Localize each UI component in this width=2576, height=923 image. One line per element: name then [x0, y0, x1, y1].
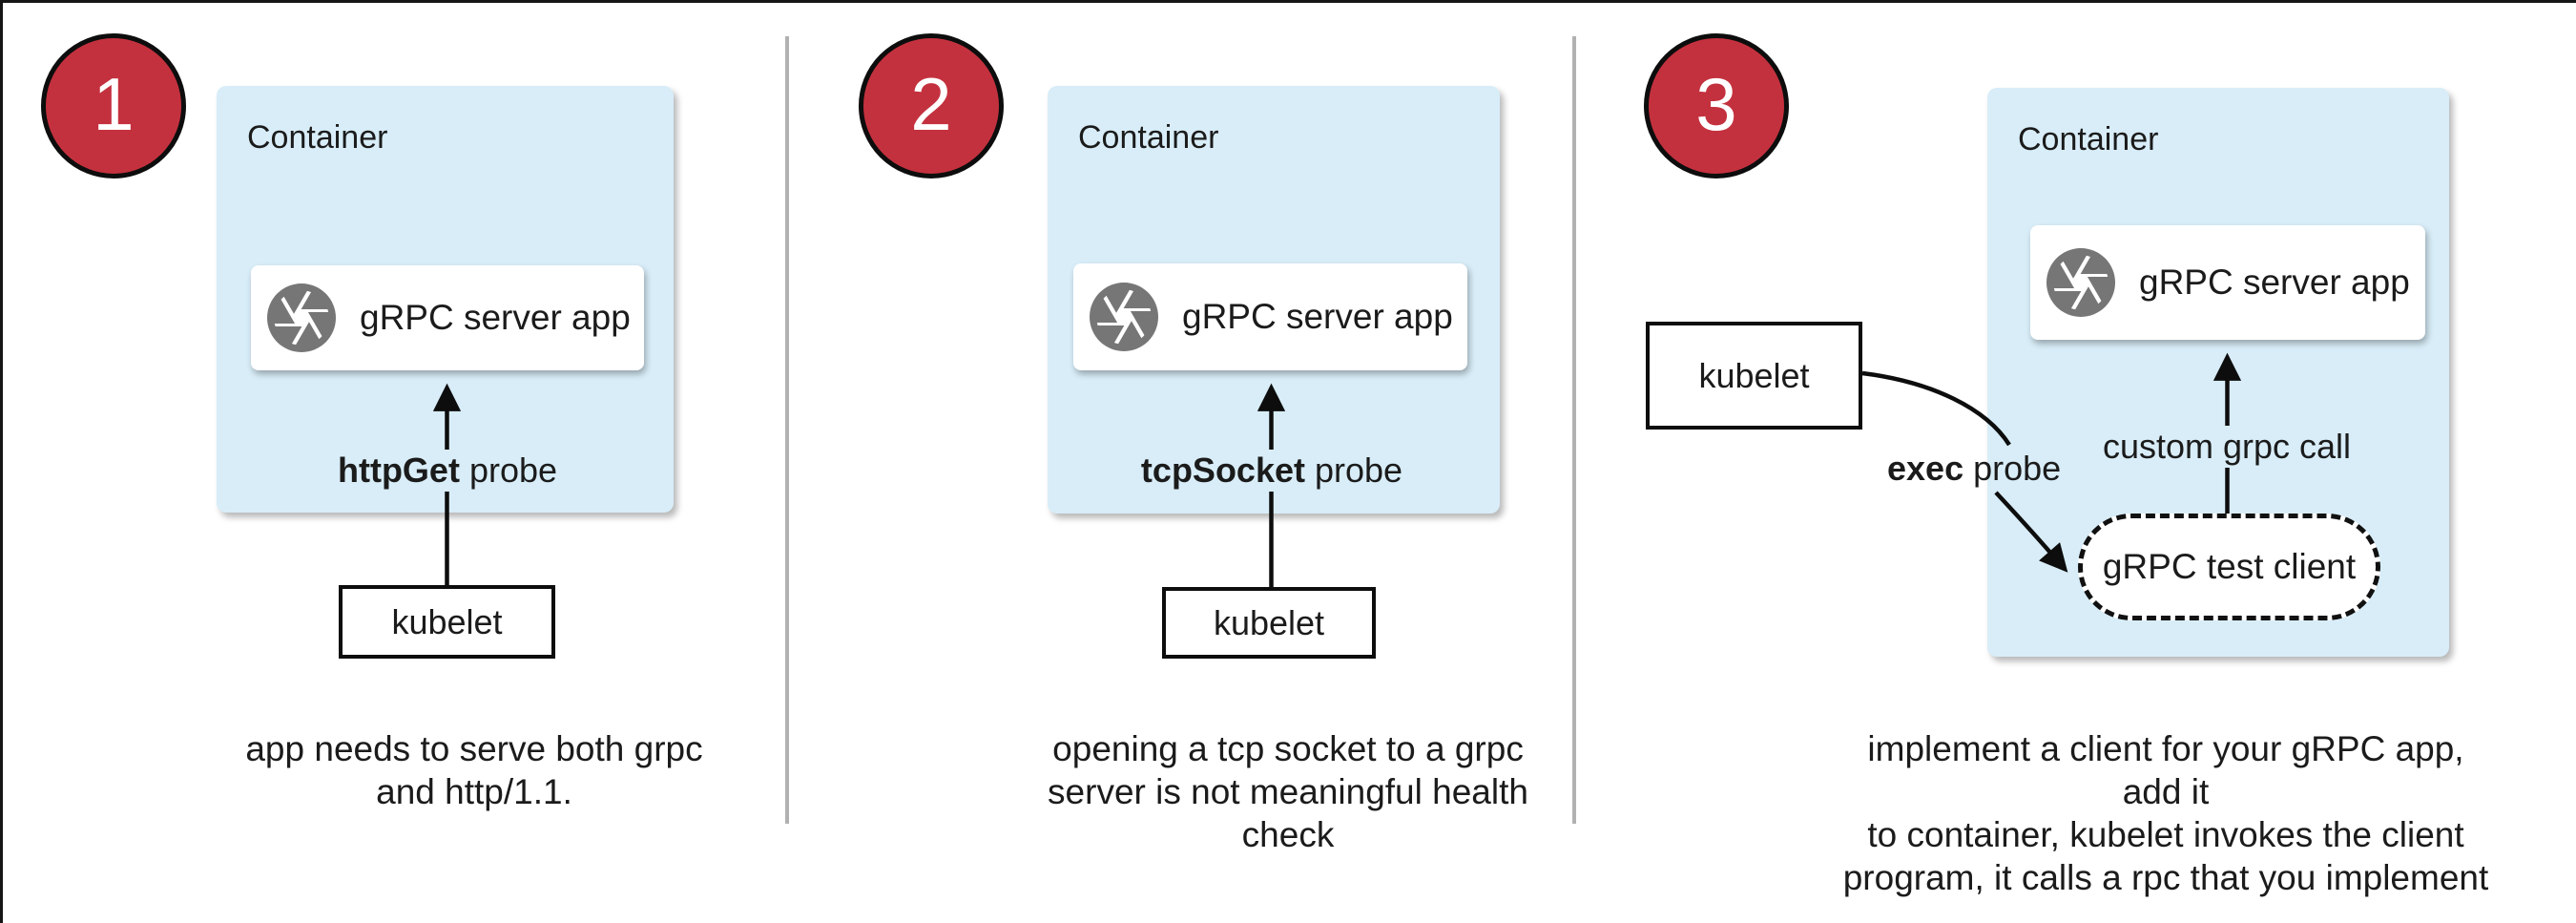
grpc-test-client-pill: gRPC test client	[2078, 514, 2380, 620]
container-label-3: Container	[2018, 121, 2159, 157]
kubelet-label-1: kubelet	[391, 601, 503, 641]
caption-2: opening a tcp socket to a grpc server is…	[1048, 729, 1528, 854]
panel-divider-1	[785, 36, 789, 824]
step-number-1: 1	[93, 62, 135, 146]
step-badge-1: 1	[41, 33, 186, 178]
step-number-2: 2	[910, 62, 952, 146]
probe-keyword-2: tcpSocket	[1140, 451, 1305, 490]
step-badge-2: 2	[859, 33, 1004, 178]
grpc-server-label-1: gRPC server app	[360, 298, 631, 337]
probe-label-1: httpGet probe	[329, 450, 566, 492]
probe-keyword-3: exec	[1887, 449, 1964, 488]
exec-probe-curve-lower	[1994, 491, 2068, 573]
probe-label-2: tcpSocket probe	[1132, 450, 1411, 492]
step-number-3: 3	[1695, 62, 1737, 146]
grpc-server-label-2: gRPC server app	[1182, 297, 1453, 336]
grpc-test-client-label: gRPC test client	[2102, 547, 2357, 586]
grpc-server-label-3: gRPC server app	[2139, 262, 2410, 302]
probe-suffix-3: probe	[1963, 449, 2062, 488]
step-badge-3: 3	[1644, 33, 1789, 178]
left-border	[0, 0, 3, 923]
exec-probe-curve-upper	[1861, 370, 2011, 447]
kubelet-box-3: kubelet	[1646, 322, 1862, 430]
kubelet-box-2: kubelet	[1162, 587, 1376, 659]
custom-grpc-call-label: custom grpc call	[2094, 426, 2359, 468]
probe-label-3: exec probe	[1887, 448, 2061, 490]
caption-1: app needs to serve both grpc and http/1.…	[245, 729, 703, 811]
grpc-server-card-1: gRPC server app	[251, 265, 644, 370]
probe-keyword-1: httpGet	[337, 451, 460, 490]
container-label-1: Container	[247, 119, 388, 156]
grpc-server-card-3: gRPC server app	[2030, 225, 2425, 340]
top-border	[0, 0, 2576, 3]
kubelet-label-2: kubelet	[1213, 602, 1325, 642]
panel-divider-2	[1572, 36, 1576, 824]
kubelet-box-1: kubelet	[339, 585, 555, 659]
probe-suffix-2: probe	[1304, 451, 1403, 490]
probe-suffix-1: probe	[459, 451, 558, 490]
kubelet-label-3: kubelet	[1698, 355, 1810, 395]
container-label-2: Container	[1078, 119, 1219, 156]
grpc-server-card-2: gRPC server app	[1073, 263, 1467, 370]
caption-3: implement a client for your gRPC app, ad…	[1842, 729, 2489, 897]
